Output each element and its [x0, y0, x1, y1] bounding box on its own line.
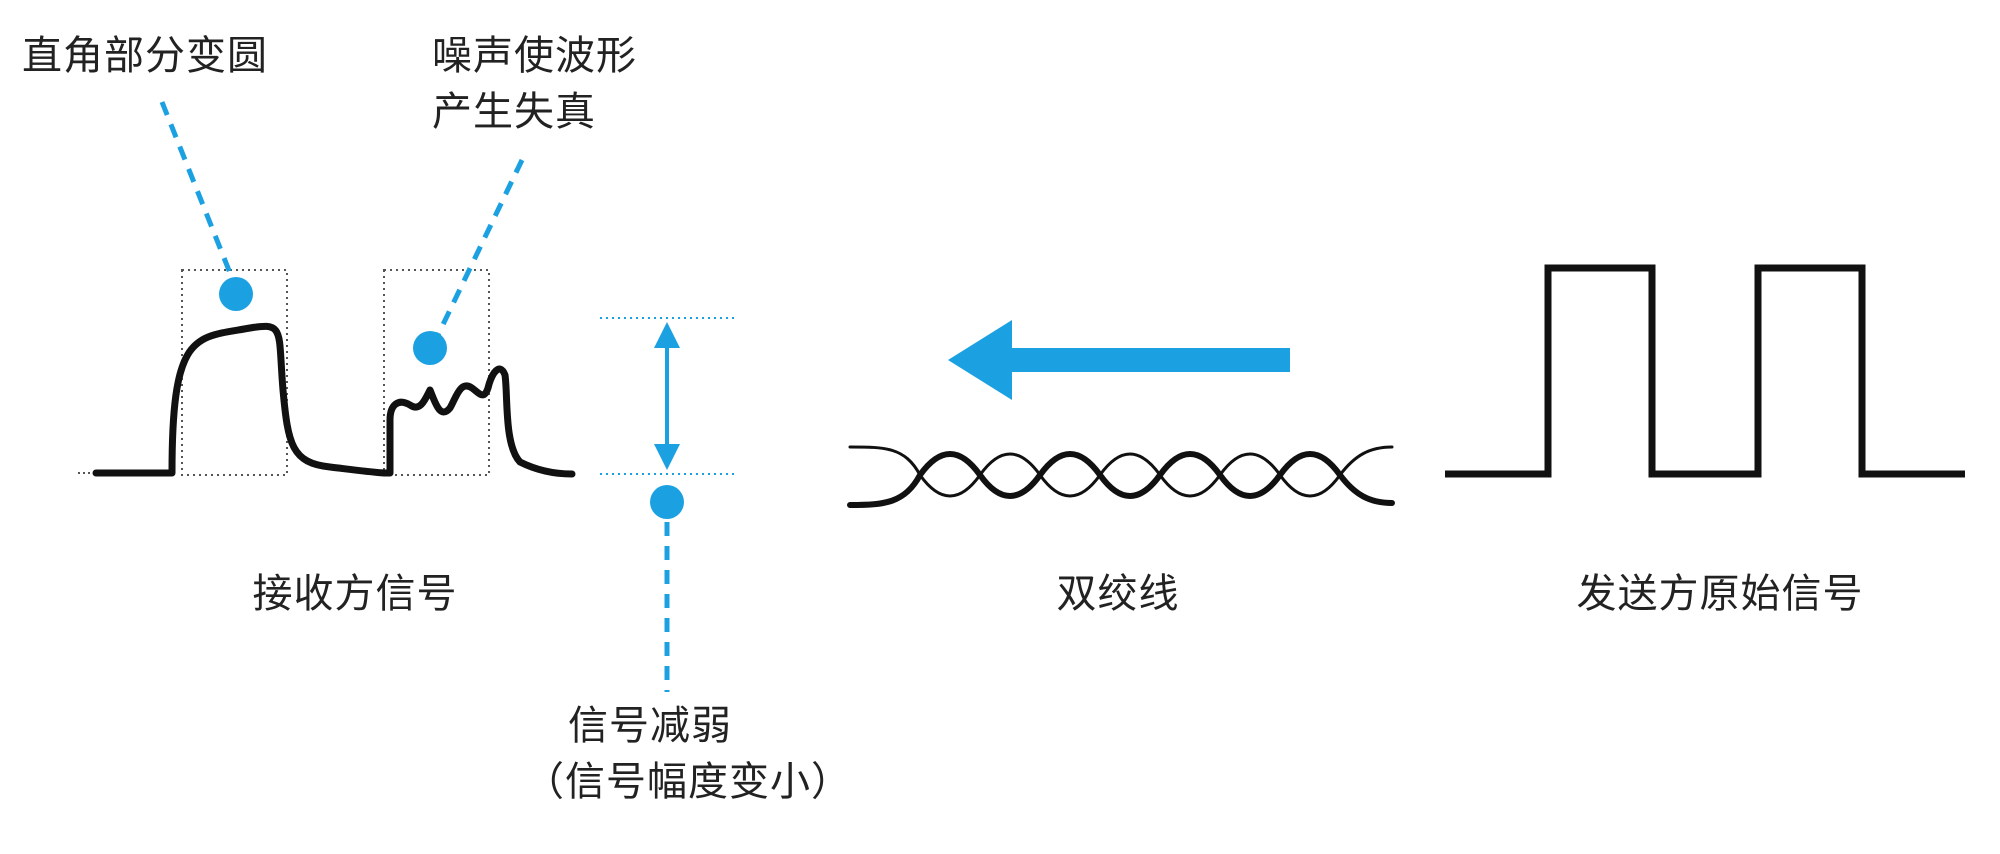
attenuation-label-line2: （信号幅度变小）: [524, 759, 852, 805]
corner-rounded-callout: [159, 101, 253, 311]
attenuation-indicator: [600, 317, 735, 692]
receiver-waveform: [92, 322, 576, 478]
twisted-pair-thin-wire: [848, 445, 1394, 498]
arrow-left-icon: [948, 320, 1290, 400]
receiver-signal-group: [78, 269, 576, 478]
twisted-pair-thick-wire: [847, 451, 1395, 508]
sender-square-wave: [1445, 264, 1965, 478]
noise-highlight-box: [383, 269, 490, 476]
receiver-signal-label: 接收方信号: [252, 571, 458, 617]
corner-callout-dot: [219, 277, 253, 311]
corner-callout-leader: [159, 101, 235, 279]
corner-rounded-label: 直角部分变圆: [22, 33, 268, 79]
twisted-pair-label: 双绞线: [1056, 571, 1180, 617]
noise-distortion-label-line2: 产生失真: [432, 89, 596, 135]
twisted-pair-cable: [847, 445, 1395, 508]
noise-distortion-label-line1: 噪声使波形: [432, 33, 637, 79]
noise-callout-dot: [413, 331, 447, 365]
attenuation-label-line1: 信号减弱: [568, 703, 732, 749]
double-arrow-vertical-icon: [654, 322, 680, 470]
sender-signal-label: 发送方原始信号: [1576, 571, 1864, 617]
attenuation-callout-dot: [650, 485, 684, 519]
noise-callout: [413, 158, 525, 365]
noise-callout-leader: [435, 158, 525, 337]
